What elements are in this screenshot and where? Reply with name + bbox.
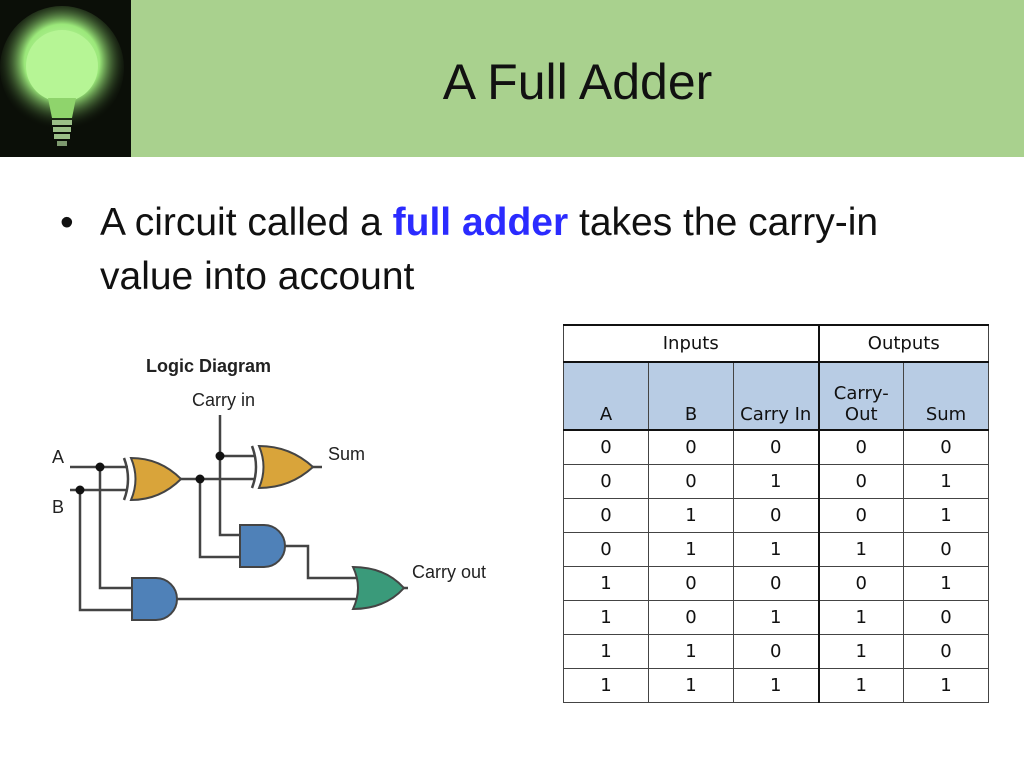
cell-carry-in: 1 bbox=[733, 668, 820, 703]
bullet-text-before: A circuit called a bbox=[100, 201, 393, 244]
cell-a: 1 bbox=[563, 634, 649, 669]
cell-carry-in: 1 bbox=[733, 600, 820, 635]
cell-sum: 1 bbox=[903, 566, 989, 601]
cell-carry-in: 0 bbox=[733, 429, 820, 465]
group-inputs: Inputs bbox=[563, 324, 820, 363]
cell-a: 0 bbox=[563, 532, 649, 567]
cell-carry-in: 0 bbox=[733, 634, 820, 669]
title-bar: A Full Adder bbox=[131, 0, 1024, 157]
label-b: B bbox=[52, 497, 64, 517]
or-gate bbox=[351, 565, 406, 611]
cell-carry-out: 1 bbox=[818, 600, 904, 635]
cell-sum: 0 bbox=[903, 532, 989, 567]
wire-b-to-and bbox=[78, 490, 132, 612]
cell-carry-in: 1 bbox=[733, 464, 820, 499]
cell-carry-out: 1 bbox=[818, 532, 904, 567]
lightbulb-logo bbox=[0, 0, 131, 157]
xor-gate-1 bbox=[122, 456, 183, 502]
cell-carry-out: 0 bbox=[818, 429, 904, 465]
logic-diagram: Logic Diagram Carry in A B Sum Carry out bbox=[52, 356, 486, 621]
cell-sum: 0 bbox=[903, 634, 989, 669]
junction-dot bbox=[195, 474, 205, 484]
xor-gate-2 bbox=[250, 444, 315, 490]
cell-carry-out: 0 bbox=[818, 498, 904, 533]
column-header-row: A B Carry In Carry-Out Sum bbox=[563, 361, 989, 431]
cell-a: 0 bbox=[563, 464, 649, 499]
header-a: A bbox=[563, 361, 649, 431]
cell-b: 1 bbox=[648, 634, 734, 669]
cell-sum: 1 bbox=[903, 668, 989, 703]
wire-carry-in-to-and bbox=[218, 456, 240, 537]
truth-table: Inputs Outputs A B Carry In Carry-Out Su… bbox=[563, 324, 989, 703]
highlight-term: full adder bbox=[392, 201, 569, 244]
header-sum: Sum bbox=[903, 361, 989, 431]
cell-b: 0 bbox=[648, 429, 734, 465]
cell-b: 1 bbox=[648, 532, 734, 567]
bullet-text: A circuit called a full adder takes the … bbox=[100, 196, 920, 304]
cell-b: 1 bbox=[648, 668, 734, 703]
cell-sum: 1 bbox=[903, 464, 989, 499]
bullet-text-after: takes the carry-in value into account bbox=[100, 201, 879, 298]
label-carry-out: Carry out bbox=[412, 562, 486, 582]
cell-carry-in: 1 bbox=[733, 532, 820, 567]
cell-a: 1 bbox=[563, 566, 649, 601]
junction-dot bbox=[215, 451, 225, 461]
cell-carry-out: 0 bbox=[818, 464, 904, 499]
header-carry-out: Carry-Out bbox=[818, 361, 904, 431]
bullet-dot: • bbox=[60, 201, 74, 244]
cell-carry-out: 1 bbox=[818, 634, 904, 669]
cell-b: 0 bbox=[648, 464, 734, 499]
cell-sum: 0 bbox=[903, 600, 989, 635]
cell-a: 1 bbox=[563, 668, 649, 703]
wire-a-to-and bbox=[98, 467, 132, 590]
cell-carry-in: 0 bbox=[733, 498, 820, 533]
wire-and1-to-or bbox=[285, 544, 356, 580]
cell-carry-in: 0 bbox=[733, 566, 820, 601]
cell-carry-out: 0 bbox=[818, 566, 904, 601]
slide-title: A Full Adder bbox=[442, 54, 713, 110]
cell-sum: 1 bbox=[903, 498, 989, 533]
cell-a: 0 bbox=[563, 429, 649, 465]
junction-dot bbox=[95, 462, 105, 472]
wire-carry-in bbox=[218, 415, 255, 458]
cell-a: 0 bbox=[563, 498, 649, 533]
cell-b: 1 bbox=[648, 498, 734, 533]
cell-sum: 0 bbox=[903, 429, 989, 465]
group-outputs: Outputs bbox=[818, 324, 989, 363]
label-carry-in: Carry in bbox=[192, 390, 255, 410]
diagram-title: Logic Diagram bbox=[146, 356, 271, 376]
group-header-row: Inputs Outputs bbox=[563, 324, 989, 363]
wire-xor1-to-and bbox=[198, 479, 240, 559]
cell-b: 0 bbox=[648, 566, 734, 601]
header-carry-in: Carry In bbox=[733, 361, 820, 431]
cell-carry-out: 1 bbox=[818, 668, 904, 703]
and-gate-1 bbox=[239, 524, 286, 568]
cell-a: 1 bbox=[563, 600, 649, 635]
label-a: A bbox=[52, 447, 64, 467]
label-sum: Sum bbox=[328, 444, 365, 464]
header-b: B bbox=[648, 361, 734, 431]
and-gate-2 bbox=[131, 577, 178, 621]
junction-dot bbox=[75, 485, 85, 495]
cell-b: 0 bbox=[648, 600, 734, 635]
